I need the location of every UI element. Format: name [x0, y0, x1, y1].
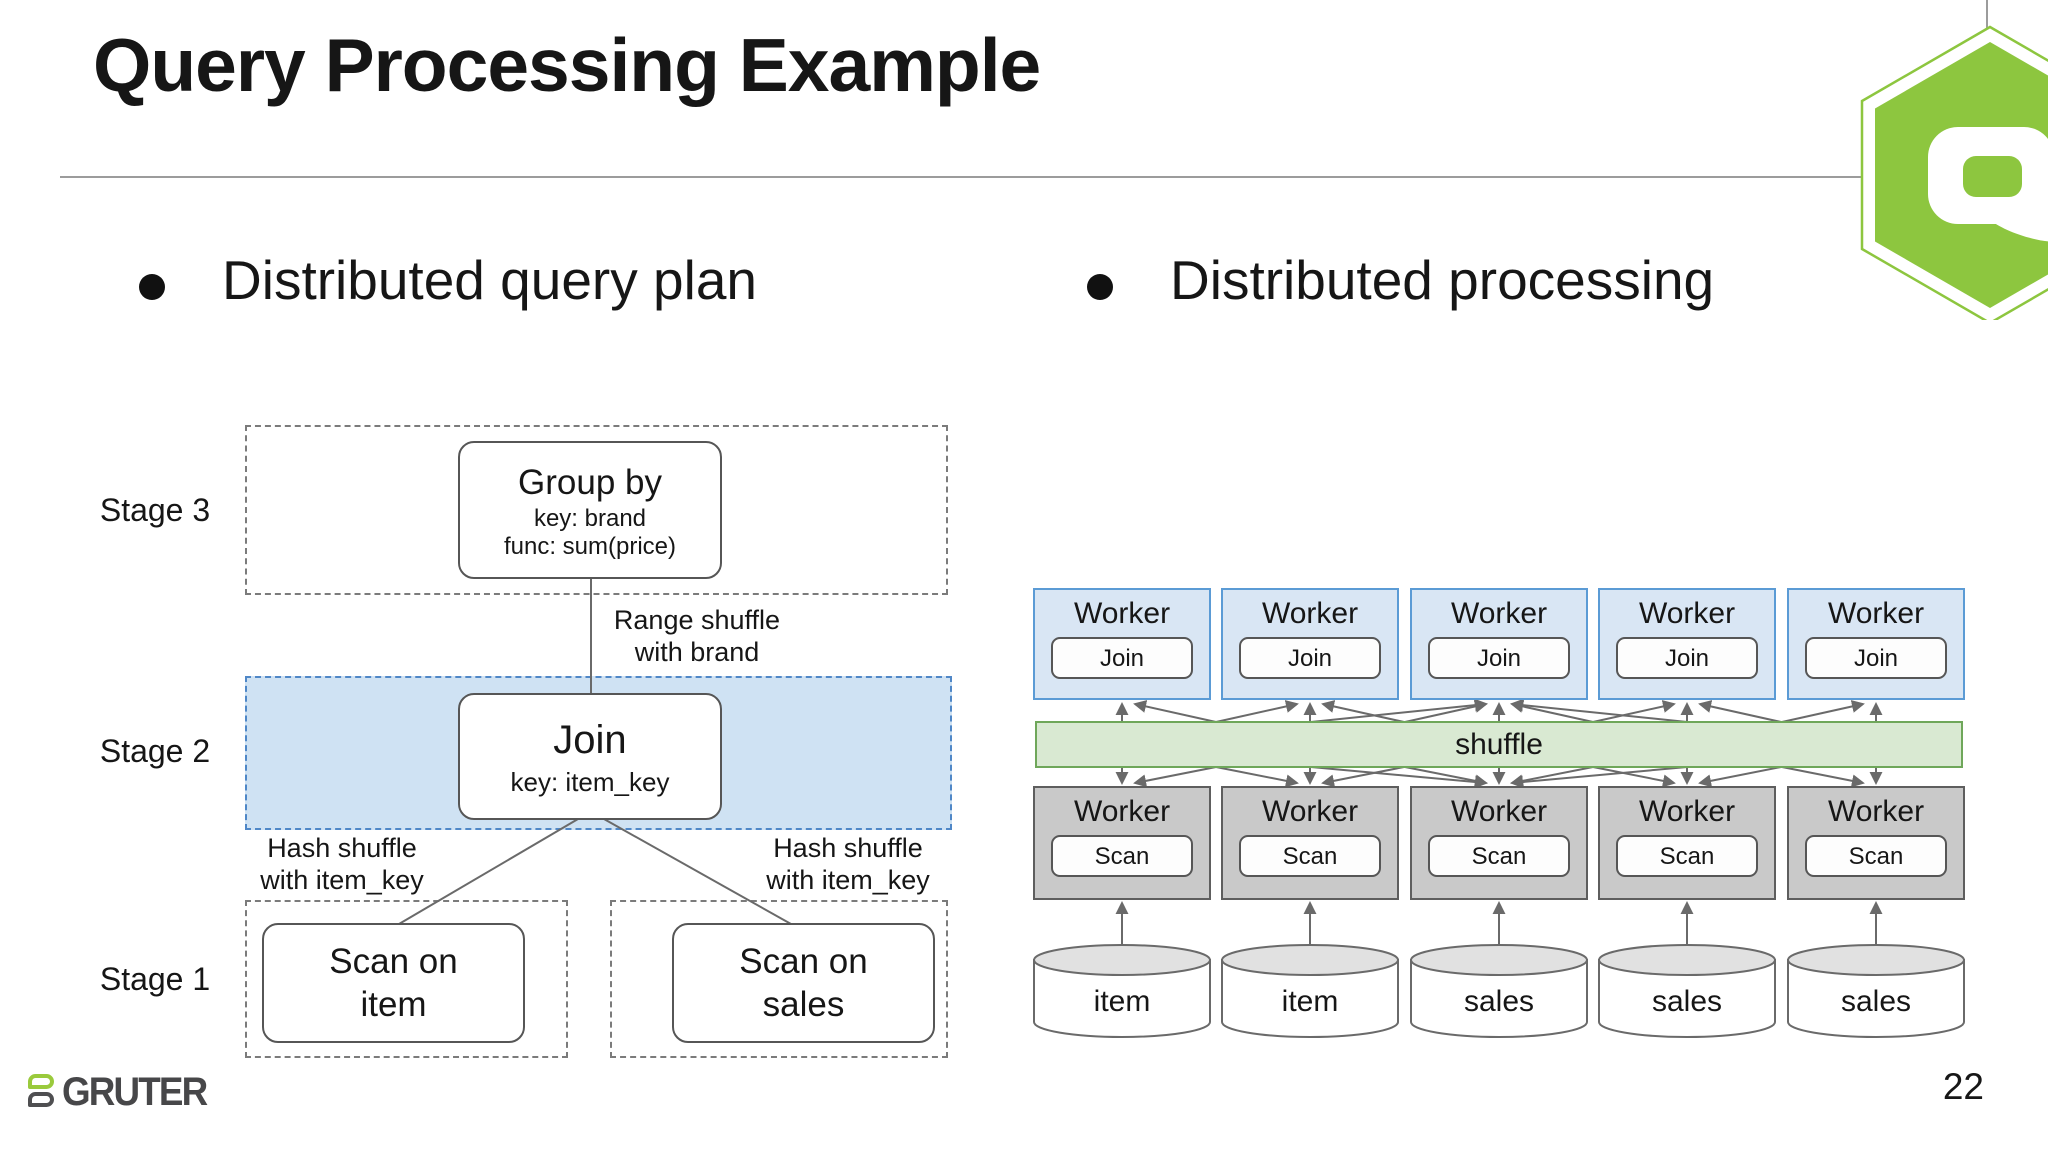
- groupby-title: Group by: [518, 463, 662, 502]
- hash-shuffle-left-label: Hash shuffle with item_key: [242, 832, 442, 896]
- range-shuffle-label: Range shuffle with brand: [597, 604, 797, 668]
- gruter-icon-bottom: [28, 1092, 54, 1107]
- shuffle-band: shuffle: [1035, 721, 1963, 768]
- logo-connector-line: [1986, 0, 1988, 46]
- stage3-region: [245, 425, 948, 595]
- gruter-icon: [26, 1071, 58, 1113]
- worker-title: Worker: [1261, 795, 1359, 828]
- cylinder-sales-1: sales: [1410, 944, 1588, 1038]
- join-worker-4: Worker Join: [1598, 588, 1776, 700]
- tajo-hexagon-logo: [1860, 25, 2048, 320]
- scan-item-line1: Scan on: [329, 942, 458, 981]
- bullet-icon: [1087, 274, 1113, 300]
- worker-task: Scan: [1051, 835, 1193, 877]
- scan-worker-4: Worker Scan: [1598, 786, 1776, 900]
- edge-join-scansales: [603, 818, 792, 925]
- stage2-label: Stage 2: [99, 733, 211, 769]
- gruter-wordmark: GRUTER: [62, 1069, 208, 1114]
- worker-task: Scan: [1805, 835, 1947, 877]
- gruter-icon-top: [28, 1074, 54, 1089]
- scan-item-line2: item: [360, 985, 427, 1024]
- table-cylinders: item item sales sales sales: [1033, 944, 1965, 1038]
- worker-title: Worker: [1450, 795, 1548, 828]
- worker-task: Scan: [1239, 835, 1381, 877]
- hash-right-line2: with item_key: [766, 865, 930, 895]
- scan-worker-3: Worker Scan: [1410, 786, 1588, 900]
- worker-task: Join: [1051, 637, 1193, 679]
- scan-sales-node: Scan on sales: [672, 923, 935, 1043]
- gruter-logo: GRUTER: [26, 1070, 219, 1114]
- scan-sales-line1: Scan on: [739, 942, 868, 981]
- hash-left-line1: Hash shuffle: [267, 833, 417, 863]
- worker-task: Scan: [1428, 835, 1570, 877]
- cylinder-item-1: item: [1033, 944, 1211, 1038]
- table-label: item: [1094, 985, 1151, 1018]
- cylinder-item-2: item: [1221, 944, 1399, 1038]
- worker-title: Worker: [1827, 795, 1925, 828]
- join-worker-1: Worker Join: [1033, 588, 1211, 700]
- hash-right-line1: Hash shuffle: [773, 833, 923, 863]
- cylinder-sales-3: sales: [1787, 944, 1965, 1038]
- table-label: item: [1282, 985, 1339, 1018]
- range-shuffle-line1: Range shuffle: [613, 605, 781, 635]
- join-key: key: item_key: [510, 766, 670, 797]
- table-label: sales: [1464, 985, 1534, 1018]
- bullet-left: Distributed query plan: [222, 249, 758, 311]
- scan-worker-2: Worker Scan: [1221, 786, 1399, 900]
- worker-title: Worker: [1073, 795, 1171, 828]
- plan-edges: [398, 578, 792, 925]
- stage1-right-region: [610, 900, 948, 1058]
- join-node: Join key: item_key: [458, 693, 722, 820]
- tajo-a-glyph: [1928, 127, 2048, 242]
- join-title: Join: [553, 717, 627, 762]
- title-divider: [60, 176, 1866, 178]
- worker-task: Join: [1428, 637, 1570, 679]
- worker-task: Join: [1239, 637, 1381, 679]
- join-worker-2: Worker Join: [1221, 588, 1399, 700]
- worker-title: Worker: [1261, 597, 1359, 630]
- hash-left-line2: with item_key: [260, 865, 424, 895]
- stage1-left-region: [245, 900, 568, 1058]
- groupby-key: key: brand: [533, 505, 647, 532]
- edge-join-scanitem: [398, 818, 579, 925]
- stage3-label: Stage 3: [99, 492, 211, 528]
- hash-shuffle-right-label: Hash shuffle with item_key: [748, 832, 948, 896]
- worker-title: Worker: [1073, 597, 1171, 630]
- worker-title: Worker: [1827, 597, 1925, 630]
- worker-title: Worker: [1638, 795, 1736, 828]
- groupby-node: Group by key: brand func: sum(price): [458, 441, 722, 579]
- table-label: sales: [1841, 985, 1911, 1018]
- page-title: Query Processing Example: [93, 23, 1041, 107]
- page-number: 22: [1942, 1066, 1984, 1107]
- table-label: sales: [1652, 985, 1722, 1018]
- worker-task: Scan: [1616, 835, 1758, 877]
- scan-worker-1: Worker Scan: [1033, 786, 1211, 900]
- shuffle-arrows: [1115, 698, 1883, 944]
- worker-task: Join: [1805, 637, 1947, 679]
- cylinder-sales-2: sales: [1598, 944, 1776, 1038]
- worker-task: Join: [1616, 637, 1758, 679]
- bullet-right: Distributed processing: [1170, 249, 1715, 311]
- scan-worker-5: Worker Scan: [1787, 786, 1965, 900]
- scan-sales-line2: sales: [762, 985, 845, 1024]
- range-shuffle-line2: with brand: [634, 637, 760, 667]
- worker-title: Worker: [1450, 597, 1548, 630]
- groupby-func: func: sum(price): [503, 533, 677, 560]
- join-worker-5: Worker Join: [1787, 588, 1965, 700]
- bullet-icon: [139, 274, 165, 300]
- join-worker-3: Worker Join: [1410, 588, 1588, 700]
- scan-item-node: Scan on item: [262, 923, 525, 1043]
- stage1-label: Stage 1: [99, 961, 211, 997]
- worker-title: Worker: [1638, 597, 1736, 630]
